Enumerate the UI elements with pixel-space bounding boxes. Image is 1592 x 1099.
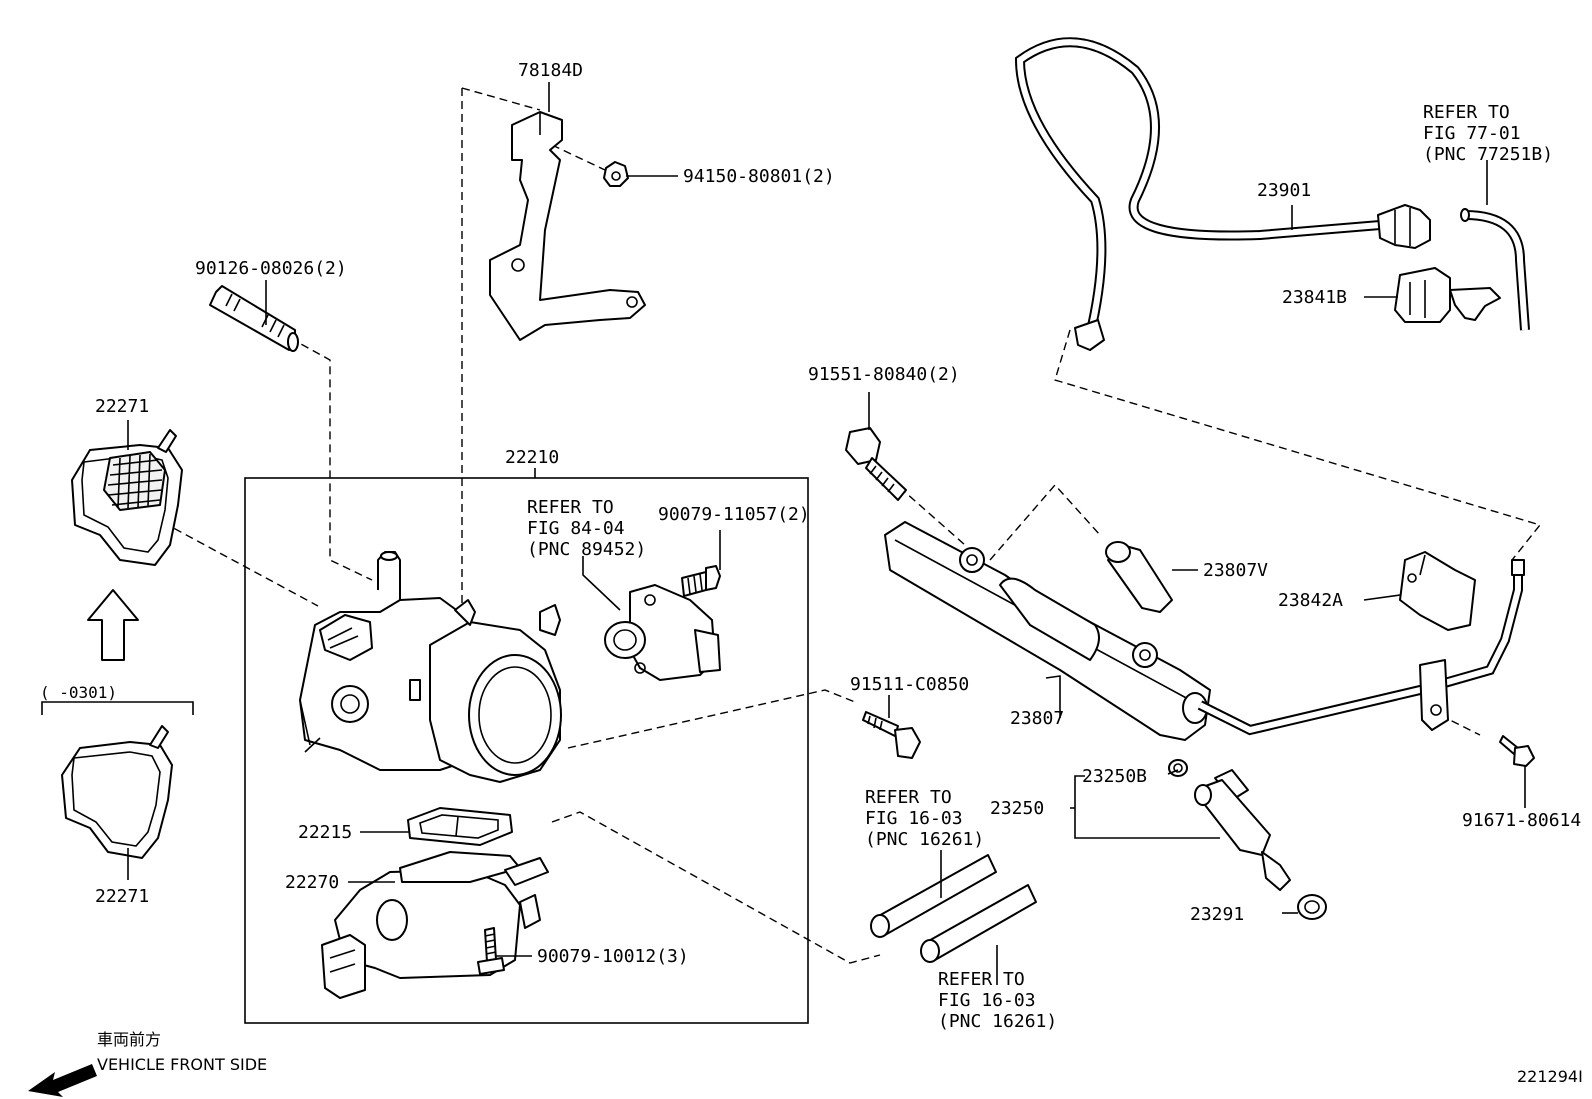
label-78184d: 78184D: [518, 60, 583, 81]
label-23807v: 23807V: [1203, 560, 1268, 581]
label-front-jp: 車両前方: [97, 1030, 161, 1049]
water-bypass-hose-lower: [920, 884, 1037, 963]
solid-leaders: [127, 82, 1526, 985]
label-90079-11057: 90079-11057(2): [658, 504, 810, 525]
label-figure-id: 221294I: [1517, 1067, 1583, 1086]
label-refer-84-2: FIG 84-04: [527, 518, 625, 539]
bolt-91551: [845, 427, 907, 501]
labels: 78184D 94150-80801(2) 90126-08026(2) 222…: [40, 60, 1583, 1086]
label-23901: 23901: [1257, 180, 1311, 201]
label-23807: 23807: [1010, 708, 1064, 729]
label-refer-16b-3: (PNC 16261): [938, 1011, 1057, 1032]
range-bracket: [41, 701, 194, 715]
label-23841b: 23841B: [1282, 287, 1347, 308]
stud-bolt-90126: [209, 285, 299, 352]
label-91551: 91551-80840(2): [808, 364, 960, 385]
up-arrow-icon: [87, 589, 139, 661]
bolt-91671: [1499, 735, 1535, 767]
label-22270: 22270: [285, 872, 339, 893]
label-refer-16a-3: (PNC 16261): [865, 829, 984, 850]
screw-90079-10012: [477, 927, 505, 975]
label-22210: 22210: [505, 447, 559, 468]
throttle-body-22210: [299, 551, 562, 783]
idle-air-control-valve-22270: [321, 851, 549, 999]
label-22271-top: 22271: [95, 396, 149, 417]
label-23291: 23291: [1190, 904, 1244, 925]
label-90079-10012: 90079-10012(3): [537, 946, 689, 967]
pulsation-damper-23807v: [1105, 541, 1173, 613]
label-91511: 91511-C0850: [850, 674, 969, 695]
fuel-delivery-pipe-23807: [884, 521, 1211, 741]
label-refer-16a-1: REFER TO: [865, 787, 952, 808]
label-23250: 23250: [990, 798, 1044, 819]
clip-23841b: [1394, 267, 1501, 323]
label-refer-16b-2: FIG 16-03: [938, 990, 1036, 1011]
label-refer-16b-1: REFER TO: [938, 969, 1025, 990]
label-22215: 22215: [298, 822, 352, 843]
water-bypass-hose-upper: [870, 854, 997, 938]
screw-90079-11057: [681, 565, 721, 597]
front-direction-arrow-icon: [28, 1064, 97, 1097]
throttle-position-sensor: [604, 584, 721, 681]
label-refer-16a-2: FIG 16-03: [865, 808, 963, 829]
label-refer-84-1: REFER TO: [527, 497, 614, 518]
label-94150: 94150-80801(2): [683, 166, 835, 187]
clip-23842a: [1399, 551, 1476, 631]
gasket-22215: [407, 807, 513, 846]
label-front-en: VEHICLE FRONT SIDE: [97, 1055, 267, 1074]
gasket-22271-top: [71, 429, 183, 566]
label-refer-77-2: FIG 77-01: [1423, 123, 1521, 144]
bolt-91511: [862, 711, 921, 759]
label-91671: 91671-80614: [1462, 810, 1581, 831]
fuel-hose-23901: [1014, 37, 1431, 351]
fuel-main-pipe: [1197, 559, 1525, 736]
label-refer-77-1: REFER TO: [1423, 102, 1510, 123]
nut-94150: [603, 161, 629, 187]
fuel-pipe-77251b: [1460, 208, 1530, 331]
fuel-injector-23250: [1194, 769, 1291, 891]
bracket-78184d: [489, 111, 646, 341]
label-23842a: 23842A: [1278, 590, 1343, 611]
label-range: ( -0301): [40, 683, 117, 702]
insulator-23291: [1297, 894, 1327, 920]
label-refer-84-3: (PNC 89452): [527, 539, 646, 560]
o-ring-23250b: [1168, 759, 1188, 777]
label-22271-bottom: 22271: [95, 886, 149, 907]
label-23250b: 23250B: [1082, 766, 1147, 787]
label-refer-77-3: (PNC 77251B): [1423, 144, 1553, 165]
throttle-body-assembly-box: [244, 477, 809, 1024]
gasket-22271-bottom: [61, 725, 173, 859]
label-90126: 90126-08026(2): [195, 258, 347, 279]
